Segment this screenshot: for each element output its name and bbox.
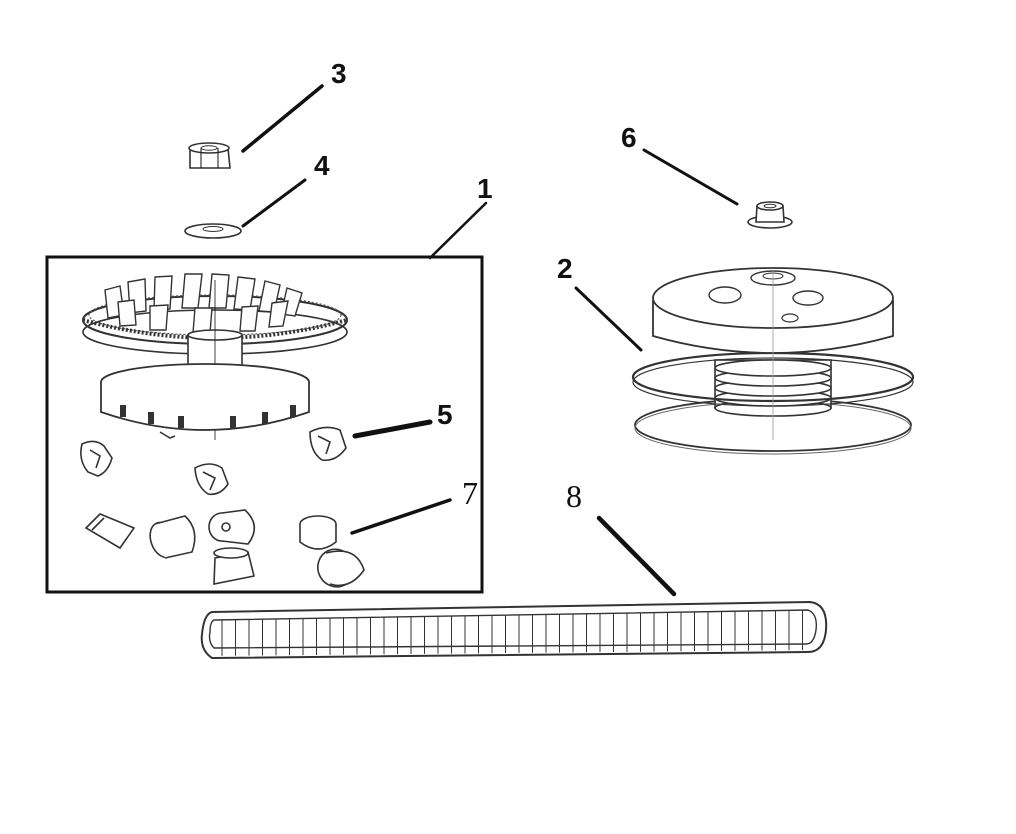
- driven-pulley-part-2: [631, 267, 915, 455]
- roller-weights-part-7: [84, 509, 365, 588]
- part-label-7: 7: [462, 475, 478, 511]
- leader-5: [352, 419, 433, 439]
- flange-nut-part-6: [747, 201, 793, 229]
- leader-1: [428, 201, 488, 260]
- slider-pieces-part-5: [80, 426, 347, 496]
- part-label-2: 2: [557, 253, 573, 284]
- part-label-4: 4: [314, 150, 330, 181]
- leader-4: [241, 178, 307, 228]
- leader-6: [642, 148, 739, 206]
- part-label-6: 6: [621, 122, 637, 153]
- leader-7: [350, 498, 452, 535]
- nut-part-3: [188, 142, 231, 169]
- movable-drive-face-part: [100, 363, 310, 439]
- part-label-3: 3: [331, 58, 347, 89]
- leader-8: [596, 515, 677, 597]
- leader-2: [574, 286, 643, 352]
- drive-pulley-kit-box: [45, 255, 484, 594]
- part-label-8: 8: [566, 478, 582, 514]
- washer-part-4: [184, 223, 242, 239]
- part-label-1: 1: [477, 173, 493, 204]
- leader-lines: [241, 84, 739, 597]
- drive-belt-part-8: [200, 600, 828, 660]
- part-label-5: 5: [437, 399, 453, 430]
- leader-3: [241, 84, 324, 153]
- drive-face-fan-part: [82, 273, 348, 440]
